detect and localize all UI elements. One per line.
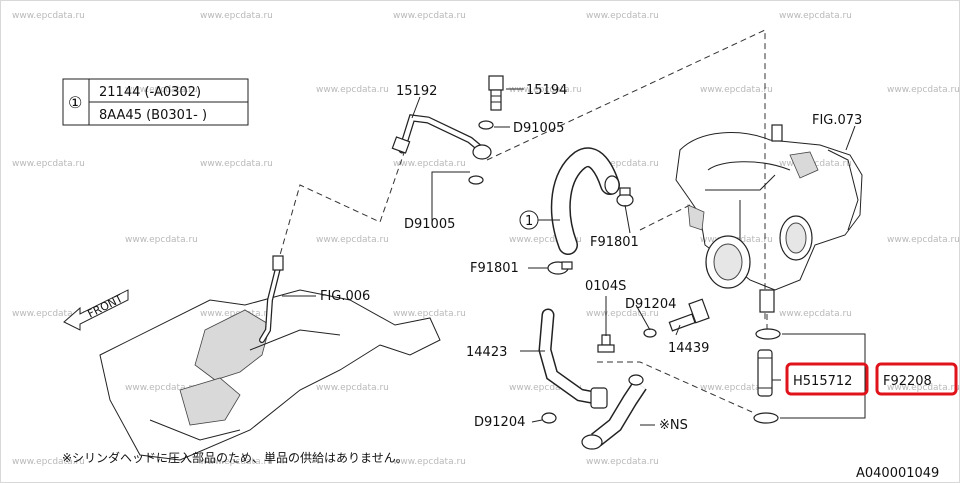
bolt-14439 — [668, 298, 710, 332]
label-0104s: 0104S — [585, 279, 626, 294]
leader-lines — [282, 88, 866, 426]
label-ns: ※NS — [659, 418, 688, 433]
washer-d91204 — [643, 328, 657, 338]
pipe-14423 — [538, 308, 608, 409]
washer-d91005 — [468, 175, 484, 185]
ref-marker: ① — [68, 93, 82, 112]
watermark: www.epcdata.ru — [393, 457, 466, 467]
watermark: www.epcdata.ru — [316, 383, 389, 393]
label-15192: 15192 — [396, 84, 437, 99]
watermark: www.epcdata.ru — [509, 235, 582, 245]
oil-pipe-fig006 — [259, 255, 284, 343]
highlight-f92208: F92208 — [875, 362, 958, 396]
watermark: www.epcdata.ru — [586, 457, 659, 467]
footnote: ※シリンダヘッドに圧入部品のため、単品の供給はありません。 — [62, 450, 408, 465]
watermark: www.epcdata.ru — [586, 11, 659, 21]
watermark: www.epcdata.ru — [393, 11, 466, 21]
ref-row-1: 21144 (-A0302) — [99, 85, 201, 100]
highlight-box — [785, 362, 869, 396]
callout-1: 1 — [525, 214, 533, 229]
watermark: www.epcdata.ru — [700, 383, 773, 393]
watermark: www.epcdata.ru — [316, 85, 389, 95]
watermark: www.epcdata.ru — [393, 159, 466, 169]
label-f91801-lower: F91801 — [470, 261, 519, 276]
highlight-h515712: H515712 — [785, 362, 869, 396]
watermark: www.epcdata.ru — [125, 85, 198, 95]
label-f92208: F92208 — [883, 374, 932, 389]
hose-assembly — [550, 147, 620, 255]
label-f91801-upper: F91801 — [590, 235, 639, 250]
label-d91204-lower: D91204 — [474, 415, 525, 430]
watermark: www.epcdata.ru — [700, 85, 773, 95]
turbocharger — [675, 124, 863, 313]
label-h515712: H515712 — [793, 374, 852, 389]
label-fig073: FIG.073 — [812, 113, 862, 128]
highlight-box — [875, 362, 958, 396]
watermark: www.epcdata.ru — [200, 11, 273, 21]
label-14423: 14423 — [466, 345, 507, 360]
watermark: www.epcdata.ru — [887, 85, 960, 95]
watermark: www.epcdata.ru — [586, 159, 659, 169]
watermark: www.epcdata.ru — [586, 309, 659, 319]
watermark: www.epcdata.ru — [393, 309, 466, 319]
guide-line — [486, 29, 766, 320]
watermark: www.epcdata.ru — [779, 11, 852, 21]
ref-row-2: 8AA45 (B0301- ) — [99, 108, 207, 123]
label-fig006: FIG.006 — [320, 289, 370, 304]
bolt-15194 — [488, 75, 504, 111]
clamp-f91801 — [616, 187, 634, 207]
callout-circle-1 — [519, 210, 539, 230]
bolt-0104s — [597, 334, 615, 353]
watermark: www.epcdata.ru — [887, 383, 960, 393]
label-15194: 15194 — [526, 83, 567, 98]
label-d91005-upper: D91005 — [513, 121, 564, 136]
watermark: www.epcdata.ru — [12, 309, 85, 319]
watermark: www.epcdata.ru — [887, 235, 960, 245]
watermark: www.epcdata.ru — [509, 383, 582, 393]
oil-pipe-15192 — [391, 114, 492, 160]
washer-d91005 — [478, 120, 494, 130]
label-d91204-upper: D91204 — [625, 297, 676, 312]
watermark: www.epcdata.ru — [200, 159, 273, 169]
label-14439: 14439 — [668, 341, 709, 356]
guide-line — [277, 149, 406, 263]
watermark: www.epcdata.ru — [12, 159, 85, 169]
watermark: www.epcdata.ru — [125, 235, 198, 245]
label-d91005-lower: D91005 — [404, 217, 455, 232]
cylinder-head-outline — [99, 289, 441, 461]
guide-line — [597, 361, 753, 413]
clamp-f92208 — [753, 328, 781, 424]
front-arrow: FRONT — [63, 289, 129, 331]
watermark: www.epcdata.ru — [779, 309, 852, 319]
washer-d91204 — [541, 412, 557, 424]
reference-table: ① 21144 (-A0302) 8AA45 (B0301- ) — [62, 78, 249, 126]
watermark: www.epcdata.ru — [125, 383, 198, 393]
guide-line — [639, 204, 691, 231]
watermark: www.epcdata.ru — [316, 235, 389, 245]
watermark: www.epcdata.ru — [12, 457, 85, 467]
figure-id: A040001049 — [856, 466, 939, 481]
union-h515712 — [757, 349, 773, 397]
fitting-ns — [581, 374, 647, 450]
front-label: FRONT — [85, 292, 125, 321]
watermark: www.epcdata.ru — [12, 11, 85, 21]
watermark: www.epcdata.ru — [509, 85, 582, 95]
clamp-f91801 — [547, 261, 573, 275]
watermark: www.epcdata.ru — [200, 457, 273, 467]
